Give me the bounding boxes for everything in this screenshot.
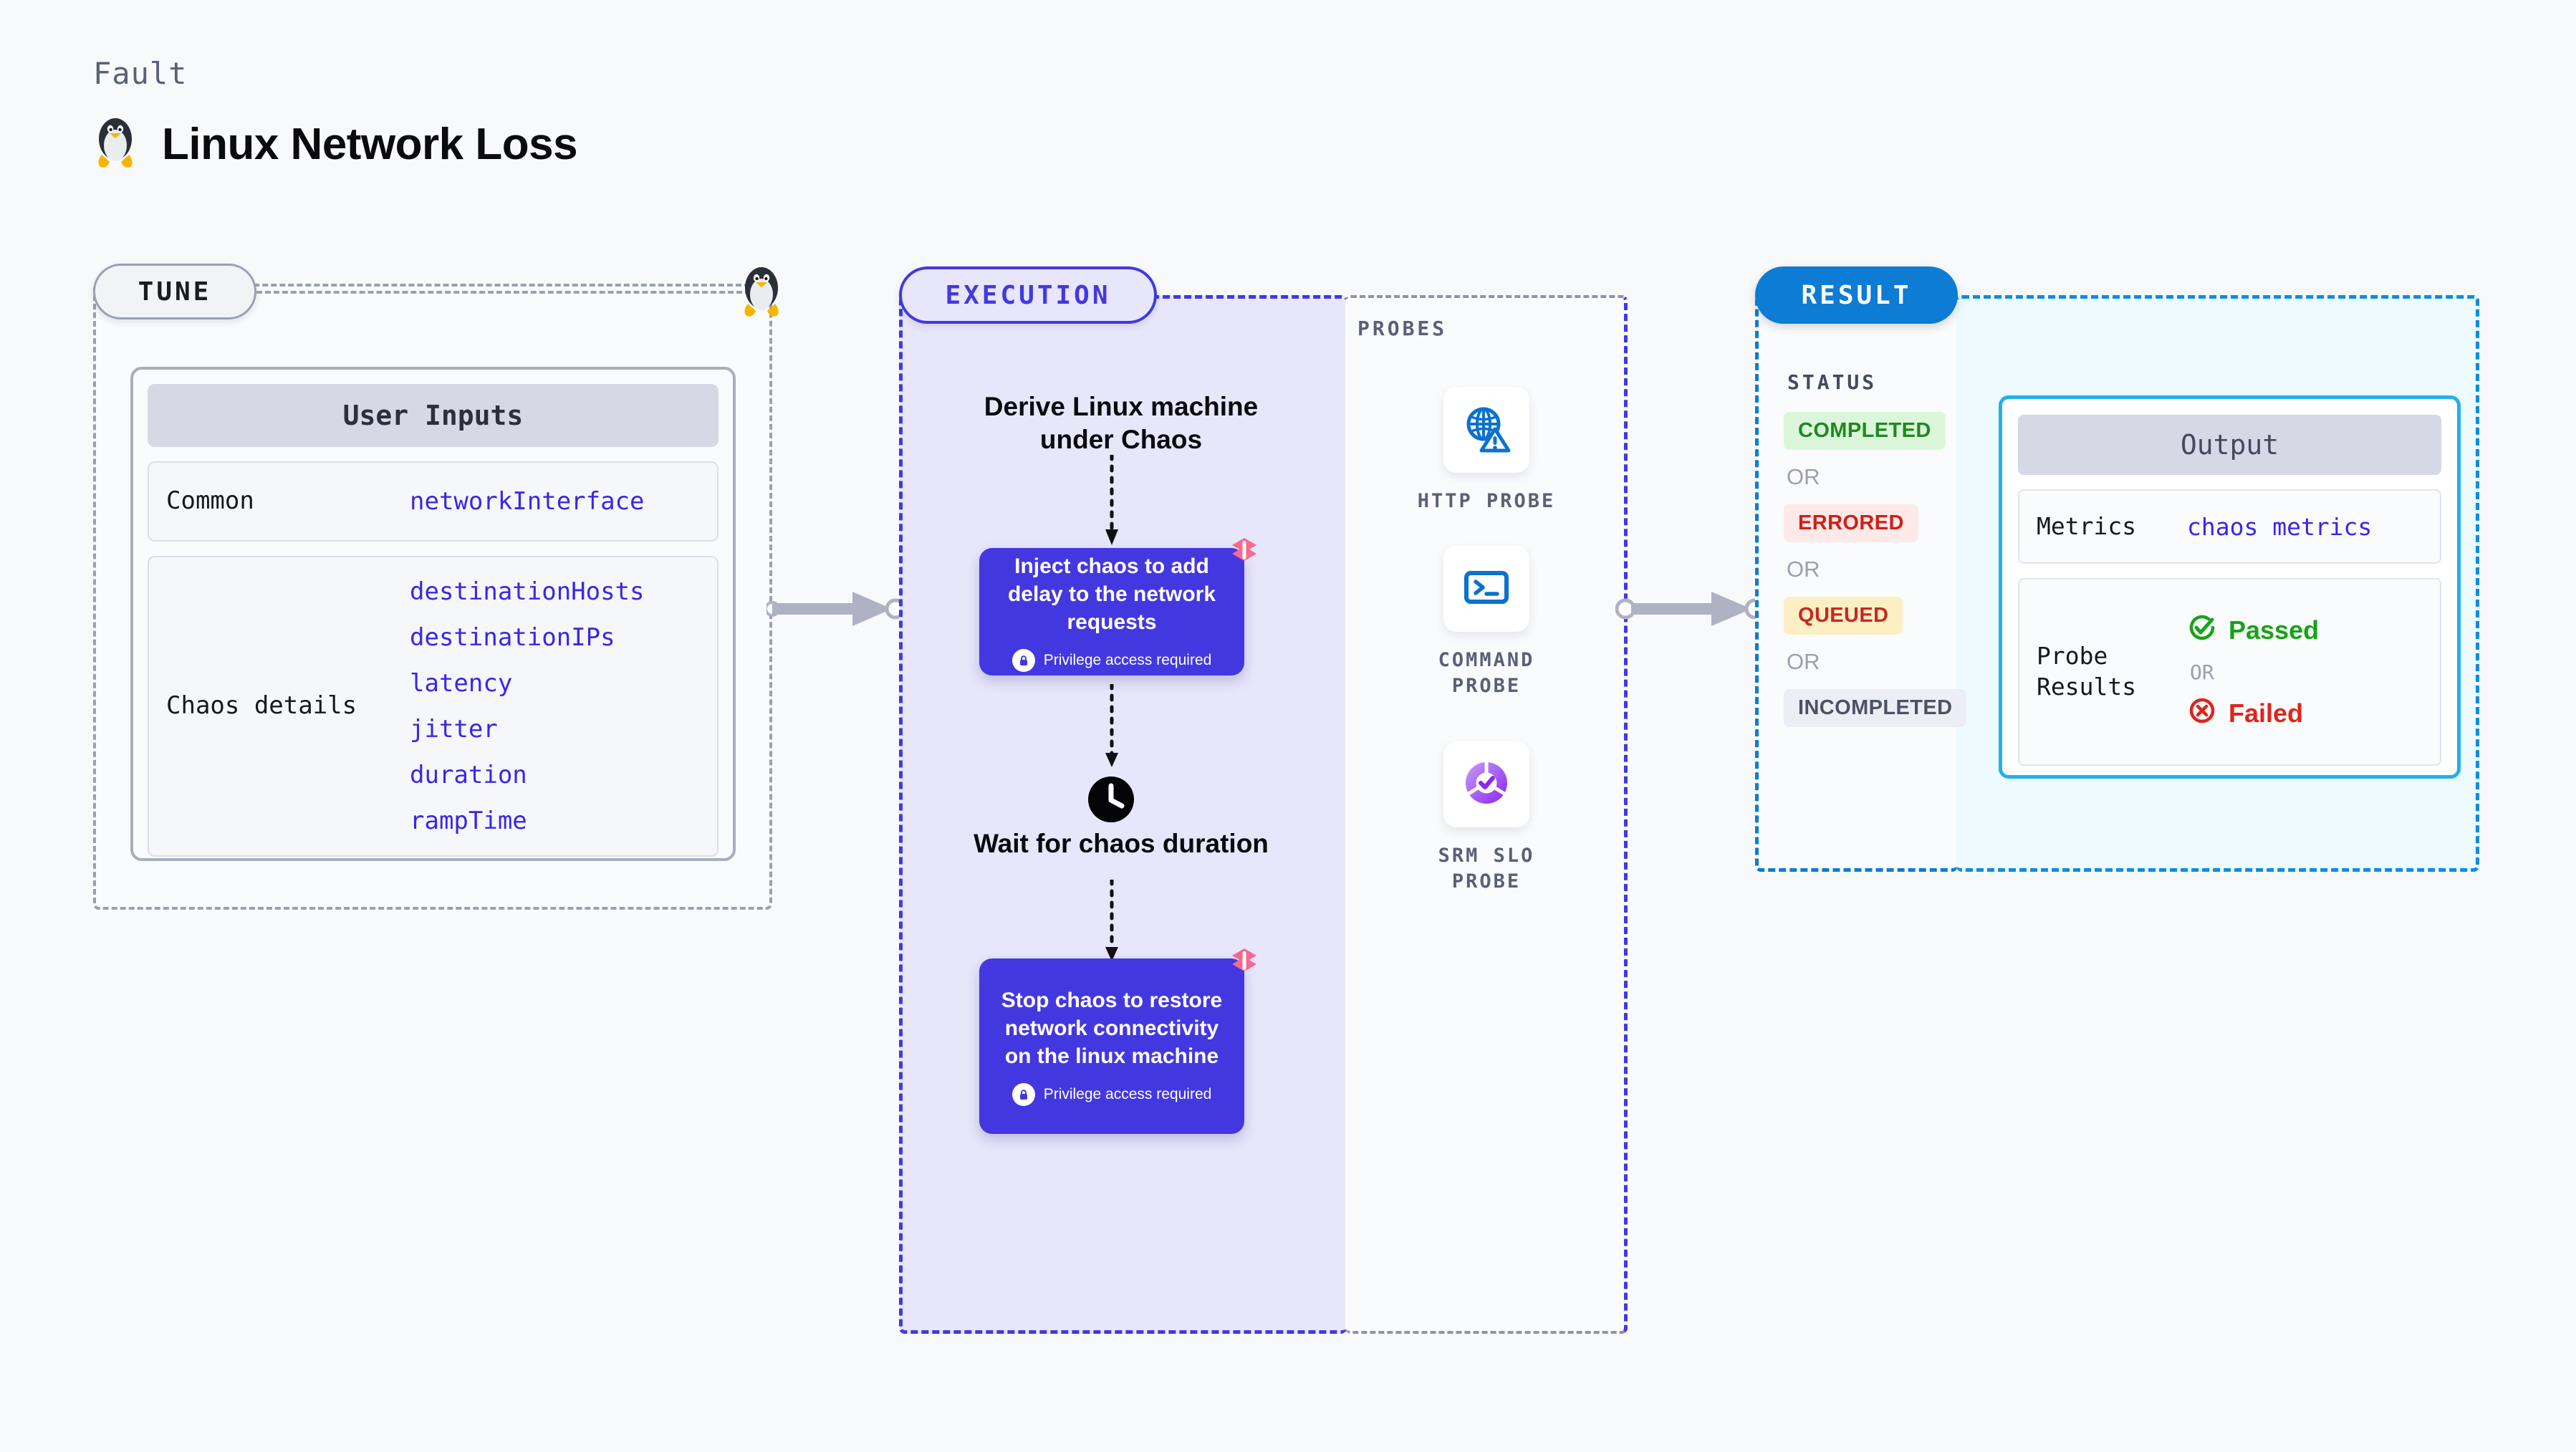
status-badge-list: COMPLETED OR ERRORED OR QUEUED OR INCOMP…: [1784, 412, 1967, 727]
row-label: Metrics: [2037, 511, 2137, 540]
row-label: Probe Results: [2037, 642, 2137, 701]
privilege-text: Privilege access required: [1043, 651, 1212, 668]
status-badge: ERRORED: [1784, 504, 1918, 542]
probe-label: HTTP PROBE: [1417, 490, 1556, 512]
privilege-note: Privilege access required: [1011, 1083, 1212, 1106]
input-value[interactable]: latency: [410, 669, 513, 698]
output-card-title: Output: [2018, 415, 2441, 475]
wait-duration-label: Wait for chaos duration: [974, 829, 1269, 858]
status-badge: QUEUED: [1784, 597, 1903, 635]
probe-result-or-label: OR: [2190, 660, 2214, 684]
connector-tune-to-execution: [766, 586, 910, 632]
output-row-metrics: Metrics chaos metrics: [2018, 489, 2441, 564]
chaos-node-title: Inject chaos to add delay to the network…: [1007, 554, 1216, 634]
row-values: destinationHosts destinationIPs latency …: [410, 577, 645, 835]
probe-tile: [1443, 387, 1529, 473]
probe-command[interactable]: COMMAND PROBE: [1400, 546, 1572, 700]
input-value[interactable]: duration: [410, 761, 527, 789]
probe-tile: [1443, 741, 1529, 827]
input-value[interactable]: destinationHosts: [410, 577, 645, 606]
flow-arrow-wait-to-stop: [1103, 878, 1120, 968]
row-values: networkInterface: [410, 487, 645, 516]
connector-probes-to-result: [1615, 586, 1766, 632]
result-status-panel: [1755, 295, 1958, 872]
fault-kicker: Fault: [93, 56, 188, 91]
lock-icon: [1011, 648, 1035, 672]
status-badge: COMPLETED: [1784, 412, 1946, 450]
input-value[interactable]: networkInterface: [410, 487, 645, 516]
chaos-node-title: Stop chaos to restore network connectivi…: [1001, 989, 1223, 1068]
execution-pill[interactable]: EXECUTION: [899, 266, 1157, 324]
flow-arrow-inject-to-wait: [1103, 682, 1120, 774]
derive-machine-label: Derive Linux machine under Chaos: [984, 392, 1259, 455]
result-pill[interactable]: RESULT: [1755, 266, 1958, 324]
clock-icon: [1085, 774, 1137, 829]
probe-passed-label: Passed: [2229, 615, 2320, 645]
probe-tile: [1443, 546, 1529, 632]
page-title-text: Linux Network Loss: [162, 120, 578, 169]
probe-http[interactable]: HTTP PROBE: [1400, 387, 1572, 514]
slo-check-icon: [1460, 756, 1513, 813]
flow-arrow-derive-to-inject: [1103, 453, 1120, 552]
row-label: Common: [166, 486, 254, 516]
litmus-chaos-icon: [1227, 532, 1261, 570]
privilege-text: Privilege access required: [1043, 1086, 1212, 1102]
status-or-label: OR: [1787, 557, 1820, 582]
user-input-row-chaos-details: Chaos details destinationHosts destinati…: [148, 556, 719, 857]
status-or-label: OR: [1787, 649, 1820, 674]
probe-label: SRM SLO PROBE: [1438, 845, 1535, 893]
page-title: Linux Network Loss: [93, 115, 578, 174]
probe-result-failed: Failed: [2187, 696, 2319, 732]
check-circle-icon: [2187, 612, 2217, 649]
privilege-note: Privilege access required: [1011, 648, 1212, 672]
chaos-node-inject[interactable]: Inject chaos to add delay to the network…: [979, 538, 1256, 675]
output-row-probe-results: Probe Results Passed OR: [2018, 578, 2441, 766]
globe-warning-icon: [1460, 402, 1513, 458]
linux-penguin-node-icon: [739, 264, 784, 323]
row-label: Chaos details: [166, 691, 357, 721]
probes-heading: PROBES: [1357, 317, 1448, 340]
output-card: Output Metrics chaos metrics Probe Resul…: [1999, 395, 2461, 779]
x-circle-icon: [2187, 696, 2217, 732]
input-value[interactable]: destinationIPs: [410, 623, 615, 652]
probe-result-passed: Passed: [2187, 612, 2319, 649]
chaos-node-stop[interactable]: Stop chaos to restore network connectivi…: [979, 948, 1256, 1134]
probe-srm-slo[interactable]: SRM SLO PROBE: [1400, 741, 1572, 895]
input-value[interactable]: rampTime: [410, 807, 527, 835]
user-inputs-title: User Inputs: [148, 384, 719, 447]
probe-label: COMMAND PROBE: [1438, 649, 1535, 698]
probe-result-values: Passed OR Failed: [2187, 612, 2319, 732]
status-heading: STATUS: [1787, 370, 1878, 394]
terminal-icon: [1460, 561, 1513, 617]
status-badge: INCOMPLETED: [1784, 689, 1967, 727]
user-inputs-card: User Inputs Common networkInterface Chao…: [130, 367, 736, 861]
lock-icon: [1011, 1083, 1035, 1106]
tune-pill[interactable]: TUNE: [93, 264, 256, 319]
status-or-label: OR: [1787, 464, 1820, 489]
input-value[interactable]: jitter: [410, 715, 498, 744]
probe-failed-label: Failed: [2229, 698, 2304, 728]
tune-dashed-leader: [256, 291, 751, 294]
metrics-value[interactable]: chaos metrics: [2187, 512, 2373, 541]
user-input-row-common: Common networkInterface: [148, 461, 719, 542]
litmus-chaos-icon: [1227, 943, 1261, 981]
linux-penguin-icon: [93, 115, 138, 174]
